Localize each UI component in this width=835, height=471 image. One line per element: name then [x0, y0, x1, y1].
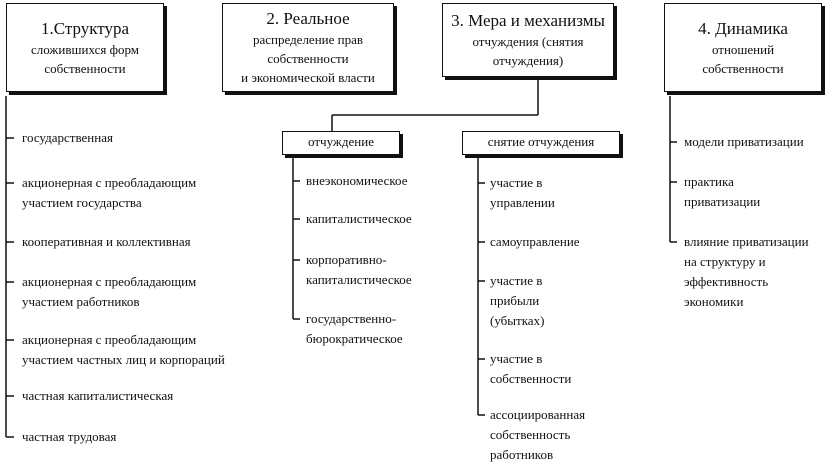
sub-box-alienation: отчуждение	[282, 131, 400, 155]
box-structure-line-2: собственности	[44, 60, 126, 76]
col4-item-3-line-3: эффективность	[684, 274, 769, 289]
col4-item-2-line-1: практика	[684, 174, 734, 189]
col3-item-5-line-2: собственность	[490, 427, 571, 442]
col3-item-1-line-1: участие в	[490, 175, 543, 190]
col3-item-3-line-2: прибыли	[490, 293, 540, 308]
box-alienation-measure: 3. Мера и механизмы отчуждения (снятия о…	[442, 3, 614, 77]
box-alienation-measure-line-2: отчуждения)	[492, 53, 564, 68]
col4-item-1: модели приватизации	[684, 132, 804, 152]
col2-item-3-line-2: капиталистическое	[306, 272, 412, 287]
col1-item-4-line-1: акционерная с преобладающим	[22, 274, 197, 289]
col1-item-5-line-1: акционерная с преобладающим	[22, 332, 197, 347]
col1-item-3: кооперативная и коллективная	[22, 232, 191, 252]
col3-item-1-line-2: управлении	[490, 195, 555, 210]
box-real-distribution: 2. Реальное распределение прав собственн…	[222, 3, 394, 92]
col3-item-4: участие в собственности	[490, 349, 571, 389]
col1-item-6: частная капиталистическая	[22, 386, 173, 406]
col2-item-1: внеэкономическое	[306, 171, 407, 191]
col4-item-3-line-4: экономики	[684, 294, 744, 309]
col4-item-2: практика приватизации	[684, 172, 760, 212]
col1-item-3-line-1: кооперативная и коллективная	[22, 234, 191, 249]
box-real-distribution-line-2: собственности	[267, 51, 349, 66]
box-real-distribution-line-1: распределение прав	[252, 32, 364, 47]
col2-item-2: капиталистическое	[306, 209, 412, 229]
box-real-distribution-title: 2. Реальное	[266, 9, 350, 28]
col3-item-1: участие в управлении	[490, 173, 555, 213]
col2-item-4-line-2: бюрократическое	[306, 331, 403, 346]
col1-item-7-line-1: частная трудовая	[22, 429, 117, 444]
box-dynamics-line-2: собственности	[702, 60, 784, 76]
sub-box-removal: снятие отчуждения	[462, 131, 620, 155]
col1-item-6-line-1: частная капиталистическая	[22, 388, 174, 403]
col1-item-7: частная трудовая	[22, 427, 116, 447]
box-structure: 1.Структура сложившихся форм собственнос…	[6, 3, 164, 92]
col4-item-2-line-2: приватизации	[684, 194, 761, 209]
col1-item-2-line-2: участием государства	[22, 195, 142, 210]
col1-item-1: государственная	[22, 128, 113, 148]
col3-item-5: ассоциированная собственность работников	[490, 405, 585, 465]
col3-item-3-line-3: (убытках)	[490, 313, 545, 328]
col2-item-4-line-1: государственно-	[306, 311, 397, 326]
col4-item-3-line-1: влияние приватизации	[684, 234, 809, 249]
box-real-distribution-line-3: и экономической власти	[241, 70, 375, 85]
col2-item-1-line-1: внеэкономическое	[306, 173, 408, 188]
col3-item-2: самоуправление	[490, 232, 580, 252]
col3-item-2-line-1: самоуправление	[490, 234, 580, 249]
col1-item-4-line-2: участием работников	[22, 294, 140, 309]
col1-item-2-line-1: акционерная с преобладающим	[22, 175, 197, 190]
col1-item-5-line-2: участием частных лиц и корпораций	[22, 352, 225, 367]
col3-item-5-line-3: работников	[490, 447, 554, 462]
col2-item-4: государственно- бюрократическое	[306, 309, 403, 349]
box-dynamics: 4. Динамика отношений собственности	[664, 3, 822, 92]
col3-item-5-line-1: ассоциированная	[490, 407, 586, 422]
col3-item-3: участие в прибыли (убытках)	[490, 271, 544, 331]
col4-item-3-line-2: на структуру и	[684, 254, 766, 269]
box-dynamics-line-1: отношений	[711, 41, 775, 57]
box-structure-line-1: сложившихся форм	[30, 41, 140, 57]
col1-item-1-line-1: государственная	[22, 130, 113, 145]
col2-item-3: корпоративно- капиталистическое	[306, 250, 412, 290]
col3-item-4-line-1: участие в	[490, 351, 543, 366]
col1-item-2: акционерная с преобладающим участием гос…	[22, 173, 196, 213]
col4-item-3: влияние приватизации на структуру и эффе…	[684, 232, 809, 312]
col2-item-3-line-1: корпоративно-	[306, 252, 387, 267]
col1-item-4: акционерная с преобладающим участием раб…	[22, 272, 196, 312]
box-alienation-measure-title: 3. Мера и механизмы	[451, 11, 605, 30]
box-dynamics-title: 4. Динамика	[698, 18, 788, 38]
col2-item-2-line-1: капиталистическое	[306, 211, 412, 226]
box-alienation-measure-line-1: отчуждения (снятия	[472, 34, 584, 49]
col3-item-3-line-1: участие в	[490, 273, 543, 288]
col4-item-1-line-1: модели приватизации	[684, 134, 804, 149]
col3-item-4-line-2: собственности	[490, 371, 572, 386]
box-structure-title: 1.Структура	[40, 18, 130, 38]
col1-item-5: акционерная с преобладающим участием час…	[22, 330, 225, 370]
